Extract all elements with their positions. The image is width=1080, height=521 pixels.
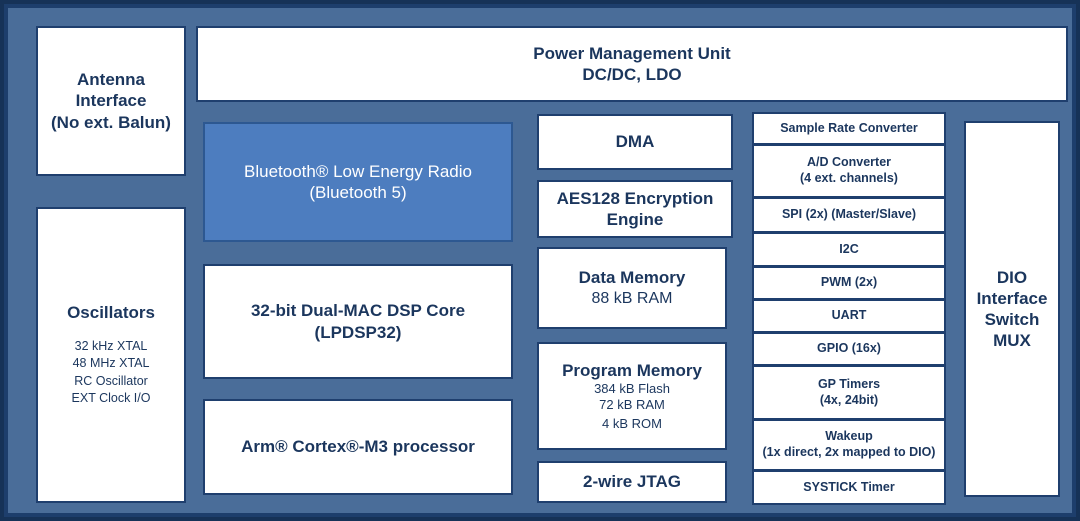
pmu-subtitle: DC/DC, LDO bbox=[582, 65, 682, 84]
data-memory-title: Data Memory bbox=[578, 268, 686, 288]
dio-line-1: DIO bbox=[996, 267, 1028, 287]
oscillators-title: Oscillators bbox=[67, 303, 155, 323]
peripheral-gpio: GPIO (16x) bbox=[752, 332, 946, 366]
peripheral-label: Wakeup bbox=[825, 429, 873, 444]
program-memory-title: Program Memory bbox=[562, 360, 702, 380]
peripheral-spi: SPI (2x) (Master/Slave) bbox=[752, 197, 946, 233]
ble-radio-subtitle: (Bluetooth 5) bbox=[309, 183, 407, 202]
peripheral-sublabel: (4x, 24bit) bbox=[819, 392, 879, 407]
program-memory-rom: 4 kB ROM bbox=[602, 416, 662, 432]
dio-line-2: Interface bbox=[976, 288, 1048, 308]
dio-line-4: MUX bbox=[993, 331, 1031, 351]
program-memory-ram: 72 kB RAM bbox=[599, 397, 665, 412]
ble-radio-block: Bluetooth® Low Energy Radio (Bluetooth 5… bbox=[203, 122, 513, 242]
aes-line-1: AES128 Encryption bbox=[556, 188, 714, 208]
peripheral-label: PWM (2x) bbox=[820, 275, 878, 290]
peripheral-label: A/D Converter bbox=[806, 155, 892, 170]
ble-radio-title: Bluetooth® Low Energy Radio bbox=[244, 161, 472, 181]
peripheral-label: SPI (2x) (Master/Slave) bbox=[781, 207, 917, 222]
peripheral-ad-converter: A/D Converter (4 ext. channels) bbox=[752, 144, 946, 198]
peripheral-sample-rate-converter: Sample Rate Converter bbox=[752, 112, 946, 145]
oscillator-item: 48 MHz XTAL bbox=[72, 356, 150, 371]
dio-line-3: Switch bbox=[984, 310, 1040, 329]
antenna-line-1: Antenna bbox=[77, 70, 145, 90]
peripheral-label: I2C bbox=[839, 241, 859, 256]
dsp-core-block: 32-bit Dual-MAC DSP Core (LPDSP32) bbox=[203, 264, 513, 379]
peripheral-label: GP Timers bbox=[817, 376, 881, 391]
program-memory-block: Program Memory 384 kB Flash 72 kB RAM 4 … bbox=[537, 342, 727, 450]
program-memory-flash: 384 kB Flash bbox=[594, 380, 670, 396]
peripheral-gp-timers: GP Timers (4x, 24bit) bbox=[752, 365, 946, 420]
pmu-title: Power Management Unit bbox=[533, 43, 731, 63]
peripheral-wakeup: Wakeup (1x direct, 2x mapped to DIO) bbox=[752, 419, 946, 471]
oscillator-item: RC Oscillator bbox=[74, 373, 148, 388]
antenna-line-2: Interface bbox=[75, 91, 147, 111]
oscillators-block: Oscillators 32 kHz XTAL 48 MHz XTAL RC O… bbox=[36, 207, 186, 503]
jtag-label: 2-wire JTAG bbox=[583, 472, 681, 492]
peripheral-pwm: PWM (2x) bbox=[752, 266, 946, 300]
peripheral-sublabel: (1x direct, 2x mapped to DIO) bbox=[762, 445, 936, 459]
peripheral-label: GPIO (16x) bbox=[817, 341, 881, 356]
jtag-block: 2-wire JTAG bbox=[537, 461, 727, 503]
antenna-interface-block: Antenna Interface (No ext. Balun) bbox=[36, 26, 186, 176]
oscillator-item: 32 kHz XTAL bbox=[74, 338, 148, 353]
aes-line-2: Engine bbox=[606, 210, 664, 229]
dsp-core-title: 32-bit Dual-MAC DSP Core bbox=[250, 301, 466, 321]
peripheral-sublabel: (4 ext. channels) bbox=[800, 171, 898, 185]
arm-processor-label: Arm® Cortex®-M3 processor bbox=[241, 437, 475, 457]
peripheral-label: Sample Rate Converter bbox=[780, 120, 918, 135]
data-memory-block: Data Memory 88 kB RAM bbox=[537, 247, 727, 329]
oscillator-item: EXT Clock I/O bbox=[71, 391, 151, 406]
dio-interface-switch-mux-block: DIO Interface Switch MUX bbox=[964, 121, 1060, 497]
dma-block: DMA bbox=[537, 114, 733, 170]
dsp-core-subtitle: (LPDSP32) bbox=[314, 322, 402, 342]
data-memory-ram: 88 kB RAM bbox=[591, 289, 673, 307]
arm-processor-block: Arm® Cortex®-M3 processor bbox=[203, 399, 513, 495]
antenna-line-3: (No ext. Balun) bbox=[51, 112, 171, 132]
peripheral-label: SYSTICK Timer bbox=[803, 479, 895, 494]
peripheral-uart: UART bbox=[752, 299, 946, 333]
peripheral-i2c: I2C bbox=[752, 232, 946, 267]
dma-label: DMA bbox=[615, 132, 655, 152]
peripheral-systick-timer: SYSTICK Timer bbox=[752, 470, 946, 505]
aes-encryption-block: AES128 Encryption Engine bbox=[537, 180, 733, 238]
peripheral-label: UART bbox=[831, 308, 867, 323]
power-management-unit-block: Power Management Unit DC/DC, LDO bbox=[196, 26, 1068, 102]
oscillators-list: 32 kHz XTAL 48 MHz XTAL RC Oscillator EX… bbox=[72, 338, 151, 408]
